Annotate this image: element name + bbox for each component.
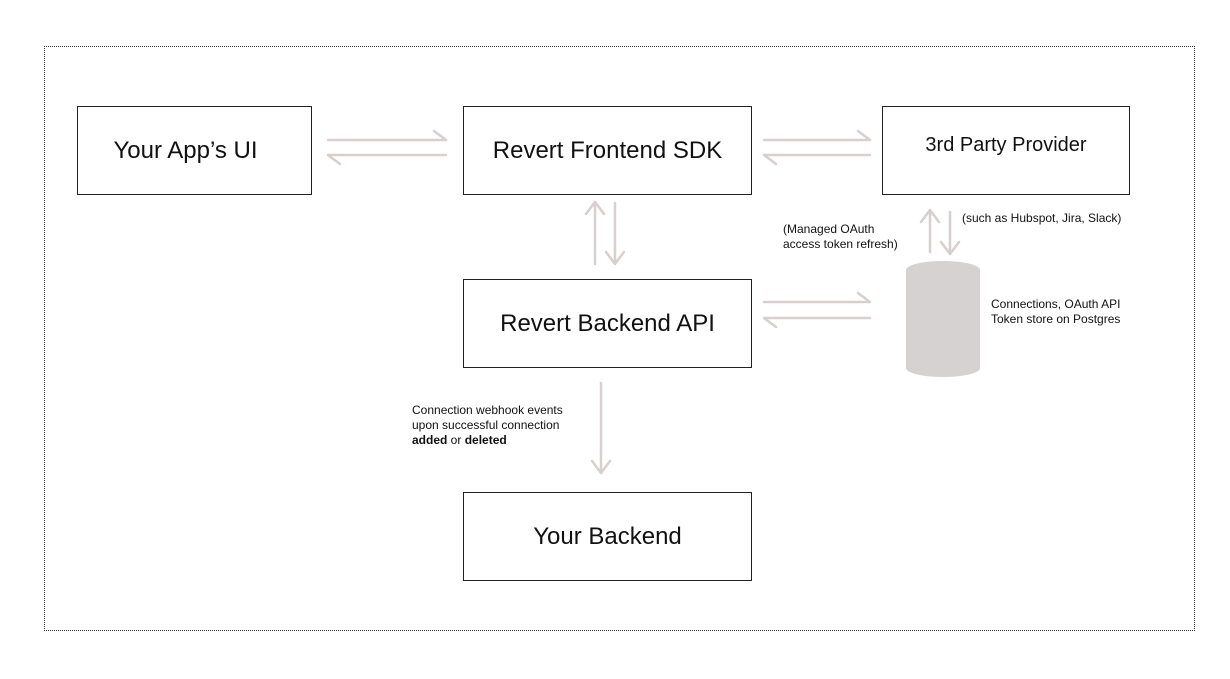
oauth-refresh-note-line1: (Managed OAuth [783,222,875,236]
webhook-deleted-text: deleted [464,433,507,447]
your-app-ui-box: Your App’s UI [77,106,312,195]
revert-frontend-sdk-label: Revert Frontend SDK [492,136,723,164]
arrow-provider-to-sdk [762,153,872,166]
oauth-refresh-note-line2: access token refresh) [783,237,898,251]
sdk-api-arrows [584,200,626,266]
database-cylinder-icon [906,261,980,377]
webhook-events-note: Connection webhook events upon successfu… [412,403,612,448]
arrow-api-to-sdk [584,200,606,266]
arrow-db-to-provider [919,208,941,254]
arrow-sdk-to-provider [762,129,872,142]
your-app-ui-label: Your App’s UI [113,136,258,164]
arrow-sdk-to-api [604,201,626,266]
third-party-provider-box: 3rd Party Provider [882,106,1130,195]
revert-backend-api-label: Revert Backend API [500,309,715,337]
revert-frontend-sdk-box: Revert Frontend SDK [463,106,752,195]
arrow-provider-to-db [939,210,961,256]
arrow-db-to-api [762,316,872,329]
api-db-arrows [762,291,872,329]
arrow-api-to-db [762,291,872,304]
webhook-note-line3: added or deleted [412,433,612,448]
token-store-note-line2: Token store on Postgres [991,312,1121,326]
provider-examples-text: (such as Hubspot, Jira, Slack) [962,211,1122,225]
provider-examples-note: (such as Hubspot, Jira, Slack) [962,211,1162,226]
arrow-sdk-to-ui [326,153,448,166]
token-store-note-line1: Connections, OAuth API [991,297,1121,311]
webhook-or-text: or [447,433,465,447]
provider-db-arrows [919,208,961,256]
webhook-added-text: added [412,433,448,447]
ui-sdk-arrows [326,129,448,166]
api-backend-arrow [590,381,612,475]
your-backend-box: Your Backend [463,492,752,581]
webhook-note-line2: upon successful connection [412,418,560,432]
sdk-provider-arrows [762,129,872,166]
revert-backend-api-box: Revert Backend API [463,279,752,368]
arrow-ui-to-sdk [326,129,448,142]
diagram-frame [44,46,1195,631]
arrow-api-to-backend [590,381,612,475]
third-party-provider-label: 3rd Party Provider [925,134,1087,156]
token-store-note: Connections, OAuth API Token store on Po… [991,297,1151,327]
your-backend-label: Your Backend [533,522,682,550]
oauth-refresh-note: (Managed OAuth access token refresh) [783,222,923,252]
webhook-note-line1: Connection webhook events [412,403,563,417]
